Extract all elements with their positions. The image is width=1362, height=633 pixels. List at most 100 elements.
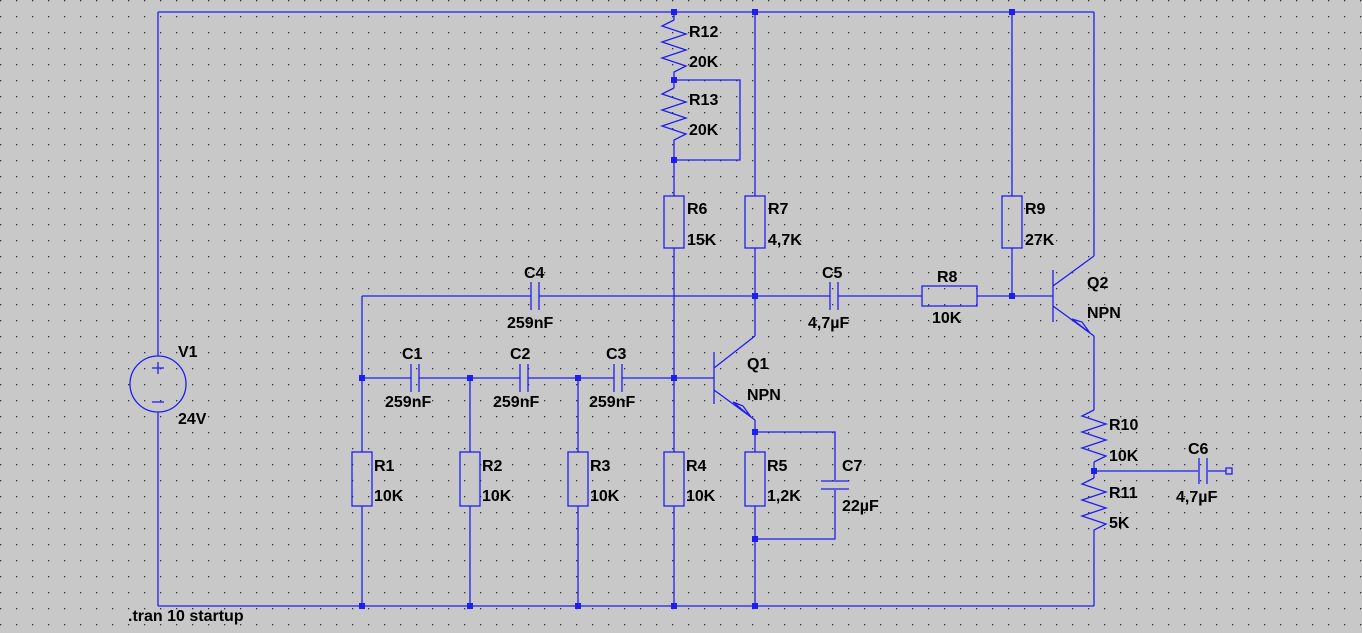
resistor-body (744, 451, 766, 507)
junction (752, 603, 758, 609)
resistor-r7[interactable]: R7 4,7K (744, 195, 802, 249)
junction (359, 603, 365, 609)
resistor-r9[interactable]: R9 27K (1001, 195, 1055, 249)
junction (467, 375, 473, 381)
resistor-r4[interactable]: R4 10K (663, 451, 716, 507)
resistor-r12[interactable]: R12 20K (659, 19, 719, 78)
component-name: C3 (606, 346, 627, 363)
component-value: 10K (1109, 448, 1139, 465)
voltage-source-v1[interactable]: V1 24V (129, 344, 207, 428)
plus-sign-icon (152, 362, 164, 374)
wire (755, 431, 836, 480)
transistor-symbol (713, 335, 756, 421)
component-value: NPN (1087, 305, 1121, 322)
capacitor-plates (829, 282, 839, 310)
capacitor-c6[interactable]: C6 4,7µF (1176, 441, 1233, 506)
component-name: R6 (687, 201, 708, 218)
capacitor-plates (821, 480, 849, 490)
component-value: 1,2K (767, 488, 801, 505)
junction (359, 375, 365, 381)
capacitor-c2[interactable]: C2 259nF (493, 346, 539, 411)
component-value: 10K (374, 488, 404, 505)
component-value: NPN (747, 387, 781, 404)
wire (674, 79, 741, 161)
resistor-r11[interactable]: R11 5K (1079, 477, 1138, 534)
capacitor-plates (1198, 458, 1208, 484)
capacitor-c3[interactable]: C3 259nF (589, 346, 635, 411)
resistor-r6[interactable]: R6 15K (663, 195, 717, 249)
component-name: C7 (842, 458, 863, 475)
capacitor-c4[interactable]: C4 259nF (507, 265, 553, 332)
capacitor-c5[interactable]: C5 4,7µF (808, 265, 849, 332)
resistor-r10[interactable]: R10 10K (1079, 409, 1139, 465)
transistor-q2[interactable]: Q2 NPN (1052, 255, 1121, 337)
junction (671, 375, 677, 381)
capacitor-c7[interactable]: C7 22µF (821, 458, 879, 515)
component-value: 4,7µF (1176, 489, 1217, 506)
component-name: R7 (768, 201, 789, 218)
wire (755, 490, 836, 540)
capacitor-plates (613, 364, 623, 392)
component-value: 15K (687, 232, 717, 249)
component-value: 10K (686, 488, 716, 505)
junction (671, 603, 677, 609)
resistor-zigzag (1079, 477, 1109, 534)
junction (575, 375, 581, 381)
output-port-icon[interactable] (1225, 467, 1233, 475)
component-name: R3 (590, 458, 611, 475)
component-name: R8 (937, 269, 958, 286)
component-value: 10K (932, 310, 962, 327)
component-value: 5K (1109, 515, 1130, 532)
resistor-body (921, 285, 978, 307)
component-value: 259nF (493, 394, 539, 411)
component-name: C1 (402, 346, 423, 363)
resistor-body (663, 451, 685, 507)
component-value: 20K (689, 54, 719, 71)
junction (575, 603, 581, 609)
junction (671, 77, 677, 83)
resistor-r2[interactable]: R2 10K (459, 451, 512, 507)
component-value: 24V (178, 411, 207, 428)
resistor-r8[interactable]: R8 10K (921, 269, 978, 327)
resistor-r5[interactable]: R5 1,2K (744, 451, 801, 507)
component-name: C4 (524, 265, 545, 282)
component-value: 20K (689, 122, 719, 139)
resistor-body (459, 451, 481, 507)
spice-directive[interactable]: .tran 10 startup (128, 608, 244, 625)
component-name: R10 (1109, 417, 1138, 434)
component-name: C2 (510, 346, 531, 363)
resistor-r3[interactable]: R3 10K (567, 451, 620, 507)
capacitor-plates (519, 364, 529, 392)
component-name: R9 (1025, 201, 1046, 218)
resistor-r13[interactable]: R13 20K (659, 87, 719, 146)
resistor-zigzag (659, 87, 689, 146)
component-value: 4,7µF (808, 315, 849, 332)
component-value: 259nF (507, 315, 553, 332)
junction (1009, 9, 1015, 15)
junction (671, 9, 677, 15)
component-name: R11 (1109, 485, 1138, 502)
resistor-zigzag (1079, 409, 1109, 463)
junction (467, 603, 473, 609)
capacitor-plates (410, 364, 420, 392)
junction (671, 157, 677, 163)
transistor-symbol (1052, 255, 1095, 337)
junction (752, 429, 758, 435)
junction (1009, 293, 1015, 299)
component-value: 27K (1025, 232, 1055, 249)
junction (752, 293, 758, 299)
resistor-r1[interactable]: R1 10K (351, 451, 404, 507)
junction (1091, 468, 1097, 474)
component-value: 259nF (385, 394, 431, 411)
component-name: R5 (767, 458, 788, 475)
transistor-q1[interactable]: Q1 NPN (713, 335, 781, 421)
voltage-source-symbol (129, 355, 187, 413)
component-name: C5 (822, 265, 843, 282)
resistor-body (351, 451, 373, 507)
junctions (359, 9, 1097, 609)
capacitor-c1[interactable]: C1 259nF (385, 346, 431, 411)
component-value: 4,7K (768, 232, 802, 249)
component-name: Q2 (1087, 275, 1108, 292)
